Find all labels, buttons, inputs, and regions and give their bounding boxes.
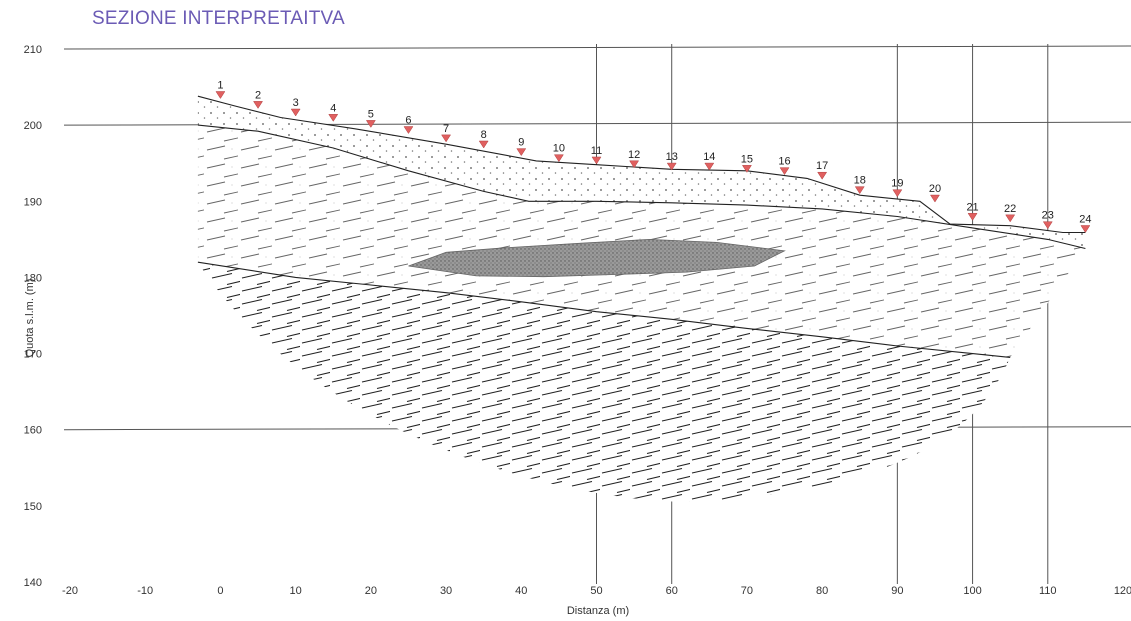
geophone-label: 4	[330, 102, 336, 114]
geophone-marker	[967, 213, 978, 221]
geophone-marker	[403, 126, 414, 134]
geophone-marker	[854, 186, 865, 195]
y-tick-label: 170	[24, 349, 42, 361]
geophone-label: 15	[741, 153, 753, 165]
geophone-label: 10	[553, 143, 565, 155]
geophone-marker	[478, 140, 489, 149]
geophone-label: 16	[778, 156, 790, 168]
geophone-marker	[591, 156, 602, 165]
geophone-marker	[741, 165, 752, 173]
geophone-marker	[817, 171, 828, 180]
geophone-label: 2	[255, 89, 261, 101]
x-tick-label: 30	[440, 585, 452, 597]
geophone-marker	[666, 162, 677, 171]
y-axis-label: Quota s.l.m. (m)	[24, 279, 36, 358]
geophone-label: 3	[293, 97, 299, 109]
x-tick-label: 40	[515, 585, 527, 597]
x-tick-label: 10	[290, 585, 302, 597]
layer-fills	[197, 96, 1086, 503]
geophone-marker	[290, 108, 301, 117]
y-tick-label: 160	[24, 425, 42, 437]
geophone-label: 1	[217, 79, 223, 91]
x-axis-label: Distanza (m)	[567, 605, 629, 617]
geophone-label: 6	[405, 115, 411, 127]
geophone-label: 9	[518, 137, 524, 149]
geophone-marker	[1080, 225, 1091, 233]
geophone-label: 12	[628, 149, 640, 161]
geophone-marker	[930, 194, 940, 203]
y-tick-label: 150	[24, 501, 42, 513]
geophone-marker	[1005, 214, 1016, 223]
geophone-label: 14	[703, 151, 715, 163]
geophone-marker	[516, 148, 527, 157]
geophone-label: 20	[929, 183, 941, 195]
lens-shape	[408, 238, 786, 278]
x-tick-label: 90	[891, 585, 903, 597]
geophone-marker	[253, 101, 263, 109]
lens-body	[408, 238, 786, 278]
layer-fill-upper	[197, 96, 1086, 249]
y-tick-label: 140	[24, 577, 42, 589]
geophone-label: 7	[443, 123, 449, 135]
geophone-label: 11	[591, 145, 602, 157]
y-tick-label: 200	[24, 120, 42, 132]
geophone-label: 5	[368, 108, 374, 120]
geophone-marker	[892, 189, 903, 198]
x-tick-label: 120	[1114, 585, 1131, 597]
grid-line-horizontal	[63, 45, 1131, 50]
x-tick-label: 20	[365, 585, 377, 597]
x-tick-label: 50	[590, 585, 602, 597]
geophone-label: 21	[966, 201, 978, 213]
interface-line-3	[197, 261, 1011, 358]
x-tick-label: -10	[137, 585, 153, 597]
geophone-marker	[328, 114, 339, 122]
geophone-marker	[779, 167, 790, 176]
x-tick-label: 80	[816, 585, 828, 597]
x-tick-label: 0	[217, 585, 223, 597]
y-tick-label: 180	[24, 272, 42, 284]
geophone-label: 19	[891, 178, 903, 190]
geophone-marker	[1042, 221, 1053, 230]
geophone-label: 23	[1042, 210, 1054, 222]
geophone-label: 8	[481, 129, 487, 141]
x-tick-label: 110	[1039, 585, 1057, 597]
x-tick-label: 60	[666, 585, 678, 597]
geophone-marker	[365, 120, 376, 128]
geophone-marker	[215, 91, 226, 99]
geophone-marker	[704, 162, 715, 171]
geophone-marker	[553, 154, 564, 163]
geophone-marker	[629, 160, 640, 169]
geophone-marker	[441, 134, 452, 143]
section-title: SEZIONE INTERPRETAITVA	[92, 8, 345, 29]
x-tick-label: 70	[741, 585, 753, 597]
x-tick-label: 100	[963, 585, 981, 597]
layer-fill-lower	[197, 262, 1011, 503]
geophone-label: 24	[1079, 214, 1091, 226]
geophone-label: 17	[816, 160, 828, 172]
x-tick-label: -20	[62, 585, 78, 597]
geophone-label: 22	[1004, 203, 1016, 215]
interface-line-2	[197, 124, 1086, 250]
y-tick-label: 190	[24, 196, 42, 208]
y-tick-label: 210	[24, 44, 42, 56]
geophone-label: 13	[666, 151, 678, 163]
geophone-label: 18	[854, 175, 866, 187]
